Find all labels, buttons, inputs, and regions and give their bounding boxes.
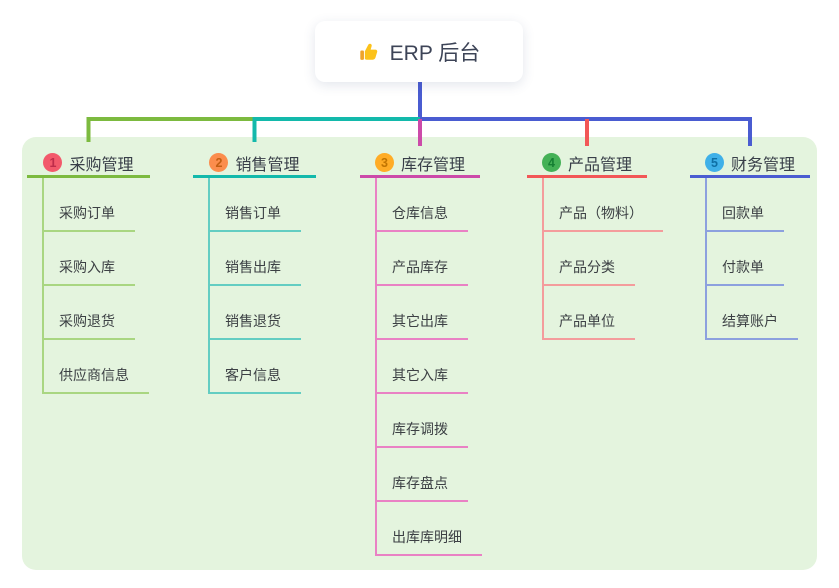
thumbs-up-icon: [359, 43, 377, 60]
node-item-row: 产品库存: [377, 232, 482, 286]
node-item-row: 出库库明细: [377, 502, 482, 556]
node-item[interactable]: 其它入库: [377, 365, 468, 394]
node-item-row: 付款单: [707, 232, 810, 286]
branch-number-badge: 1: [43, 153, 63, 172]
branch-3: 3 库存管理仓库信息产品库存其它出库其它入库库存调拨库存盘点出库库明细: [360, 150, 482, 556]
node-item[interactable]: 销售退货: [210, 311, 301, 340]
node-item-row: 库存盘点: [377, 448, 482, 502]
node-item-row: 客户信息: [210, 340, 316, 394]
branch-number-badge: 4: [541, 153, 561, 172]
branch-title-label: 财务管理: [730, 156, 795, 174]
node-item[interactable]: 销售出库: [210, 257, 301, 286]
node-item[interactable]: 产品单位: [544, 311, 635, 340]
node-item[interactable]: 供应商信息: [44, 365, 149, 394]
node-item-row: 采购入库: [44, 232, 150, 286]
node-item[interactable]: 付款单: [707, 257, 784, 286]
branch-items: 仓库信息产品库存其它出库其它入库库存调拨库存盘点出库库明细: [375, 178, 482, 556]
node-item-row: 回款单: [707, 178, 810, 232]
branch-title[interactable]: 3 库存管理: [360, 150, 480, 178]
branch-title-label: 采购管理: [69, 156, 134, 174]
branch-number-badge: 2: [209, 153, 229, 172]
node-item-row: 结算账户: [707, 286, 810, 340]
node-item[interactable]: 出库库明细: [377, 527, 482, 556]
node-item[interactable]: 采购退货: [44, 311, 135, 340]
branch-items: 产品（物料） 产品分类产品单位: [542, 178, 663, 340]
branch-title[interactable]: 2 销售管理: [193, 150, 316, 178]
branch-5: 5 财务管理回款单付款单结算账户: [690, 150, 810, 340]
node-item-row: 供应商信息: [44, 340, 150, 394]
node-item-row: 库存调拨: [377, 394, 482, 448]
node-item[interactable]: 库存盘点: [377, 473, 468, 502]
node-item-row: 仓库信息: [377, 178, 482, 232]
branch-2: 2 销售管理销售订单销售出库销售退货客户信息: [193, 150, 316, 394]
branch-items: 采购订单采购入库采购退货供应商信息: [42, 178, 150, 394]
branch-4: 4 产品管理产品（物料） 产品分类产品单位: [527, 150, 663, 340]
node-item[interactable]: 客户信息: [210, 365, 301, 394]
node-item-row: 销售订单: [210, 178, 316, 232]
node-item-row: 其它出库: [377, 286, 482, 340]
branch-title[interactable]: 5 财务管理: [690, 150, 810, 178]
branch-title[interactable]: 1 采购管理: [27, 150, 150, 178]
branch-title-label: 销售管理: [235, 156, 300, 174]
branch-title-label: 库存管理: [400, 156, 465, 174]
node-item[interactable]: 采购入库: [44, 257, 135, 286]
node-item-row: 销售退货: [210, 286, 316, 340]
node-item[interactable]: 回款单: [707, 203, 784, 232]
node-item-row: 采购退货: [44, 286, 150, 340]
mindmap-background-panel: [22, 137, 817, 570]
node-item[interactable]: 结算账户: [707, 311, 798, 340]
node-item-row: 采购订单: [44, 178, 150, 232]
node-item[interactable]: 产品分类: [544, 257, 635, 286]
root-node-label: ERP 后台: [389, 41, 481, 65]
node-item-row: 其它入库: [377, 340, 482, 394]
node-item[interactable]: 产品库存: [377, 257, 468, 286]
branch-title[interactable]: 4 产品管理: [527, 150, 647, 178]
node-item-row: 产品分类: [544, 232, 663, 286]
branch-title-label: 产品管理: [567, 156, 632, 174]
node-item[interactable]: 销售订单: [210, 203, 301, 232]
branch-items: 回款单付款单结算账户: [705, 178, 810, 340]
root-node[interactable]: ERP 后台: [315, 21, 523, 82]
branch-number-badge: 3: [374, 153, 394, 172]
branch-items: 销售订单销售出库销售退货客户信息: [208, 178, 316, 394]
node-item[interactable]: 库存调拨: [377, 419, 468, 448]
node-item-row: 销售出库: [210, 232, 316, 286]
branch-1: 1 采购管理采购订单采购入库采购退货供应商信息: [27, 150, 150, 394]
node-item[interactable]: 其它出库: [377, 311, 468, 340]
branch-number-badge: 5: [704, 153, 724, 172]
node-item-row: 产品单位: [544, 286, 663, 340]
node-item-row: 产品（物料）: [544, 178, 663, 232]
node-item[interactable]: 采购订单: [44, 203, 135, 232]
node-item[interactable]: 仓库信息: [377, 203, 468, 232]
node-item[interactable]: 产品（物料）: [544, 203, 663, 232]
